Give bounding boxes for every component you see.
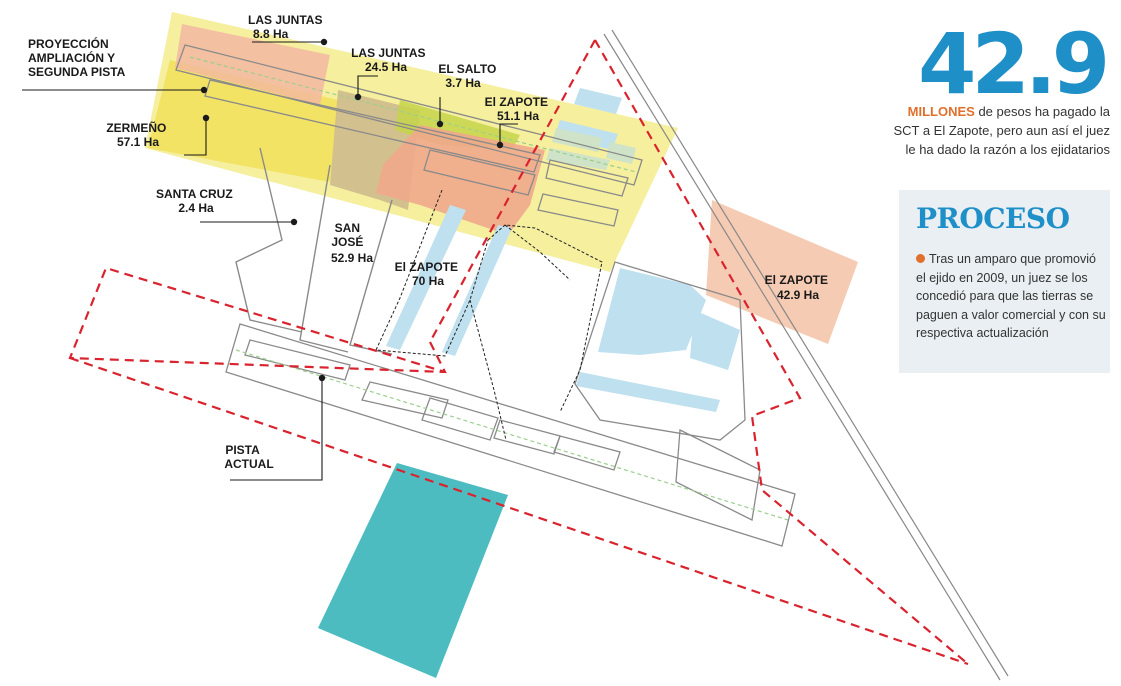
zone-el-zapote-east — [706, 200, 858, 344]
label-las-juntas-small: LAS JUNTAS 8.8 Ha — [248, 13, 326, 41]
proceso-text: Tras un amparo que promovió el ejido en … — [916, 252, 1106, 340]
taxi-patches — [546, 128, 636, 170]
runway-centerlines — [189, 56, 789, 521]
label-proyeccion: PROYECCIÓN AMPLIACIÓN Y SEGUNDA PISTA — [28, 36, 126, 79]
leader-lines — [22, 41, 518, 481]
parcel-outlines — [235, 147, 393, 355]
proceso-panel — [899, 190, 1110, 373]
stat-number: 42.9 — [918, 15, 1110, 113]
highway — [603, 29, 1009, 681]
label-pista-actual: PISTA ACTUAL — [224, 443, 273, 471]
label-el-salto: EL SALTO 3.7 Ha — [438, 62, 499, 90]
proceso-title: PROCESO — [916, 202, 1070, 235]
terminal-areas — [386, 88, 740, 412]
dashed-parcels — [375, 189, 603, 441]
airport-boundary — [68, 39, 969, 666]
label-san-jose: SAN JOSÉ 52.9 Ha — [331, 221, 373, 265]
proceso-body: Tras un amparo que promovió el ejido en … — [916, 250, 1106, 343]
label-el-zapote-north: El ZAPOTE 51.1 Ha — [485, 95, 552, 123]
zone-las-juntas-small — [175, 24, 330, 105]
label-el-zapote-center: El ZAPOTE 70 Ha — [395, 260, 462, 288]
label-las-juntas-big: LAS JUNTAS 24.5 Ha — [351, 46, 429, 74]
leader-dots — [200, 38, 504, 382]
stat-text: de pesos ha pagado la SCT a El Zapote, p… — [893, 104, 1110, 157]
stat-highlight: MILLONES — [907, 104, 975, 119]
label-el-zapote-east: El ZAPOTE 42.9 Ha — [765, 273, 832, 302]
teal-area — [318, 463, 508, 678]
label-santa-cruz: SANTA CRUZ 2.4 Ha — [156, 187, 236, 215]
stat-description: MILLONES de pesos ha pagado la SCT a El … — [892, 102, 1110, 159]
label-zermeno: ZERMEÑO 57.1 Ha — [106, 120, 169, 149]
bullet-dot — [916, 254, 925, 263]
